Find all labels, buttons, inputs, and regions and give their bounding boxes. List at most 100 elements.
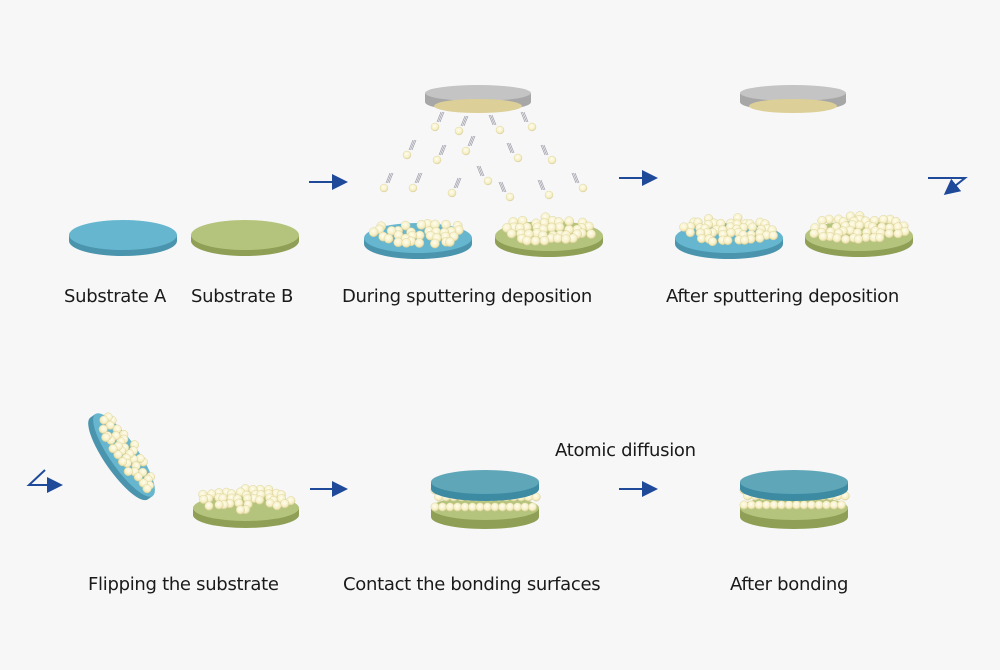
stack-bonded-top-a-top [740, 470, 848, 494]
atom-trail [540, 144, 546, 156]
label-contact: Contact the bonding surfaces [343, 574, 601, 595]
atom-trail [520, 111, 526, 123]
atom [505, 502, 515, 512]
arrow-wrap-in [26, 469, 63, 493]
atom [506, 228, 517, 239]
atom [490, 502, 500, 512]
atom-trail [385, 172, 391, 184]
atom-trail [436, 111, 442, 123]
atom-trail [476, 165, 482, 177]
atom-trail [500, 181, 505, 193]
arrow-wrap-down [928, 177, 968, 195]
atom-trail [408, 139, 414, 151]
atom [747, 500, 756, 510]
atom-trail [479, 165, 485, 177]
flying-atoms [379, 111, 588, 202]
label-flipping: Flipping the substrate [88, 574, 279, 595]
label-after-bonding: After bonding [730, 574, 849, 595]
atom [739, 235, 750, 245]
flying-atom [527, 122, 537, 132]
atom-trail [508, 142, 513, 154]
atom [586, 229, 596, 239]
atom [112, 424, 122, 434]
atom-trail [498, 181, 504, 193]
atom [393, 237, 403, 248]
atom-trail [501, 181, 507, 193]
flying-atom [379, 183, 389, 193]
atom [401, 238, 412, 248]
atom [829, 500, 839, 510]
atom [546, 222, 557, 233]
flying-atom [505, 192, 515, 202]
atoms-on-substrate-a [368, 219, 464, 249]
sputter-target-idle [740, 85, 846, 113]
sputter-target [425, 85, 531, 113]
atom-trail [387, 172, 392, 184]
atom [685, 227, 695, 238]
atom [108, 444, 118, 454]
target-material [434, 99, 522, 113]
flying-atom [447, 188, 457, 198]
atom-trail [488, 114, 494, 126]
atom-trail [571, 172, 577, 184]
atom [438, 502, 447, 512]
atoms-on-substrate-b [502, 212, 596, 246]
atom [460, 502, 470, 512]
atom [723, 235, 733, 246]
atom-trail [388, 172, 394, 184]
atom [818, 231, 828, 242]
stack-bonded-top-a [740, 470, 848, 501]
atom-trail [456, 177, 462, 189]
label-atomic-diffusion: Atomic diffusion [555, 440, 696, 461]
atom-trail [455, 177, 460, 189]
atom-trail [441, 144, 447, 156]
atom-trail [417, 172, 423, 184]
flying-atom [432, 155, 442, 165]
atom [453, 502, 462, 512]
atom [679, 222, 689, 232]
atom [368, 227, 379, 237]
atom-layer-b [809, 211, 910, 244]
atom [430, 238, 440, 249]
atom [884, 228, 894, 239]
atom-trail [410, 139, 415, 151]
atom [530, 236, 541, 246]
stack-contact-top-a-top [431, 470, 539, 494]
atom-trail [469, 135, 474, 147]
atom-layer-b-waiting [198, 484, 296, 515]
atom [837, 500, 846, 510]
atom [875, 233, 885, 243]
atom-trail [542, 144, 547, 156]
atom-trail [416, 172, 421, 184]
atom-trail [506, 142, 512, 154]
label-after-sputtering: After sputtering deposition [666, 286, 900, 307]
target-frame [740, 85, 846, 101]
atom [498, 502, 507, 512]
target-material [749, 99, 837, 113]
atom [416, 220, 427, 230]
atom-trail [490, 114, 495, 126]
flying-atom [547, 155, 557, 165]
atom [475, 502, 485, 512]
atom-trail [453, 177, 459, 189]
atom-trail [491, 114, 497, 126]
atom [739, 500, 749, 510]
atom [445, 502, 455, 512]
atom [99, 415, 109, 425]
atom [841, 234, 851, 244]
flying-atom [495, 125, 505, 135]
substrate-a [69, 220, 177, 256]
atom-trail [462, 115, 467, 127]
stack-contact [430, 470, 541, 529]
atom [809, 229, 819, 239]
atom [133, 472, 143, 482]
atom [878, 214, 889, 225]
atom [383, 233, 394, 244]
atom [272, 501, 282, 511]
flying-atom [408, 183, 418, 193]
atom [769, 500, 779, 510]
atom [142, 484, 152, 494]
atom [561, 234, 571, 244]
flying-atom [454, 126, 464, 136]
substrate-b-top [191, 220, 299, 250]
